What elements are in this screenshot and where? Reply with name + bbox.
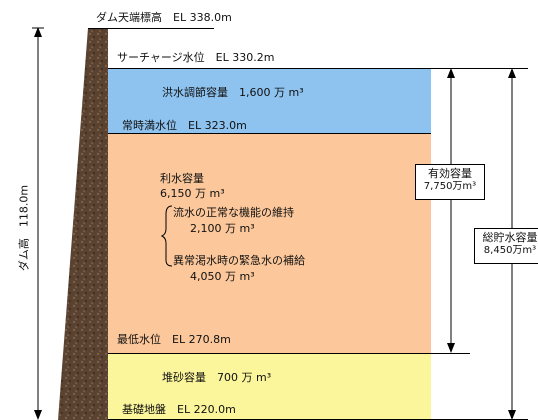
minimum-level-label: 最低水位 EL 270.8m (117, 333, 231, 346)
sediment-capacity-label: 堆砂容量 700 万 m³ (162, 371, 272, 384)
crest-elevation-label: ダム天端標高 EL 338.0m (96, 11, 232, 24)
normal-level-label: 常時満水位 EL 323.0m (122, 119, 247, 132)
flood-capacity-label: 洪水調節容量 1,600 万 m³ (162, 86, 304, 99)
normal-function-value: 2,100 万 m³ (190, 222, 255, 235)
breakdown-brace (160, 205, 173, 267)
minimum-water-line (108, 353, 470, 354)
dam-body (58, 28, 108, 420)
utilization-title: 利水容量 (160, 172, 204, 185)
surcharge-line (108, 68, 528, 69)
total-capacity-value: 8,450万m³ (483, 245, 537, 256)
total-capacity-box: 総貯水容量 8,450万m³ (474, 228, 538, 264)
foundation-label: 基礎地盤 EL 220.0m (122, 403, 236, 416)
surcharge-level-label: サーチャージ水位 EL 330.2m (117, 51, 275, 64)
utilization-total: 6,150 万 m³ (160, 187, 225, 200)
effective-capacity-value: 7,750万m³ (423, 181, 477, 192)
drought-supply-value: 4,050 万 m³ (190, 270, 255, 283)
normal-water-line (108, 133, 431, 134)
water-utilization-zone (108, 133, 431, 353)
crest-line (88, 28, 214, 29)
sediment-zone (108, 353, 431, 420)
normal-function-label: 流水の正常な機能の維持 (173, 206, 294, 219)
drought-supply-label: 異常渇水時の緊急水の補給 (173, 254, 305, 267)
dam-height-label: ダム高 118.0m (17, 184, 31, 272)
flood-control-zone (108, 68, 431, 133)
effective-capacity-title: 有効容量 (428, 167, 472, 180)
total-capacity-title: 総貯水容量 (482, 231, 538, 244)
effective-capacity-box: 有効容量 7,750万m³ (415, 164, 485, 200)
